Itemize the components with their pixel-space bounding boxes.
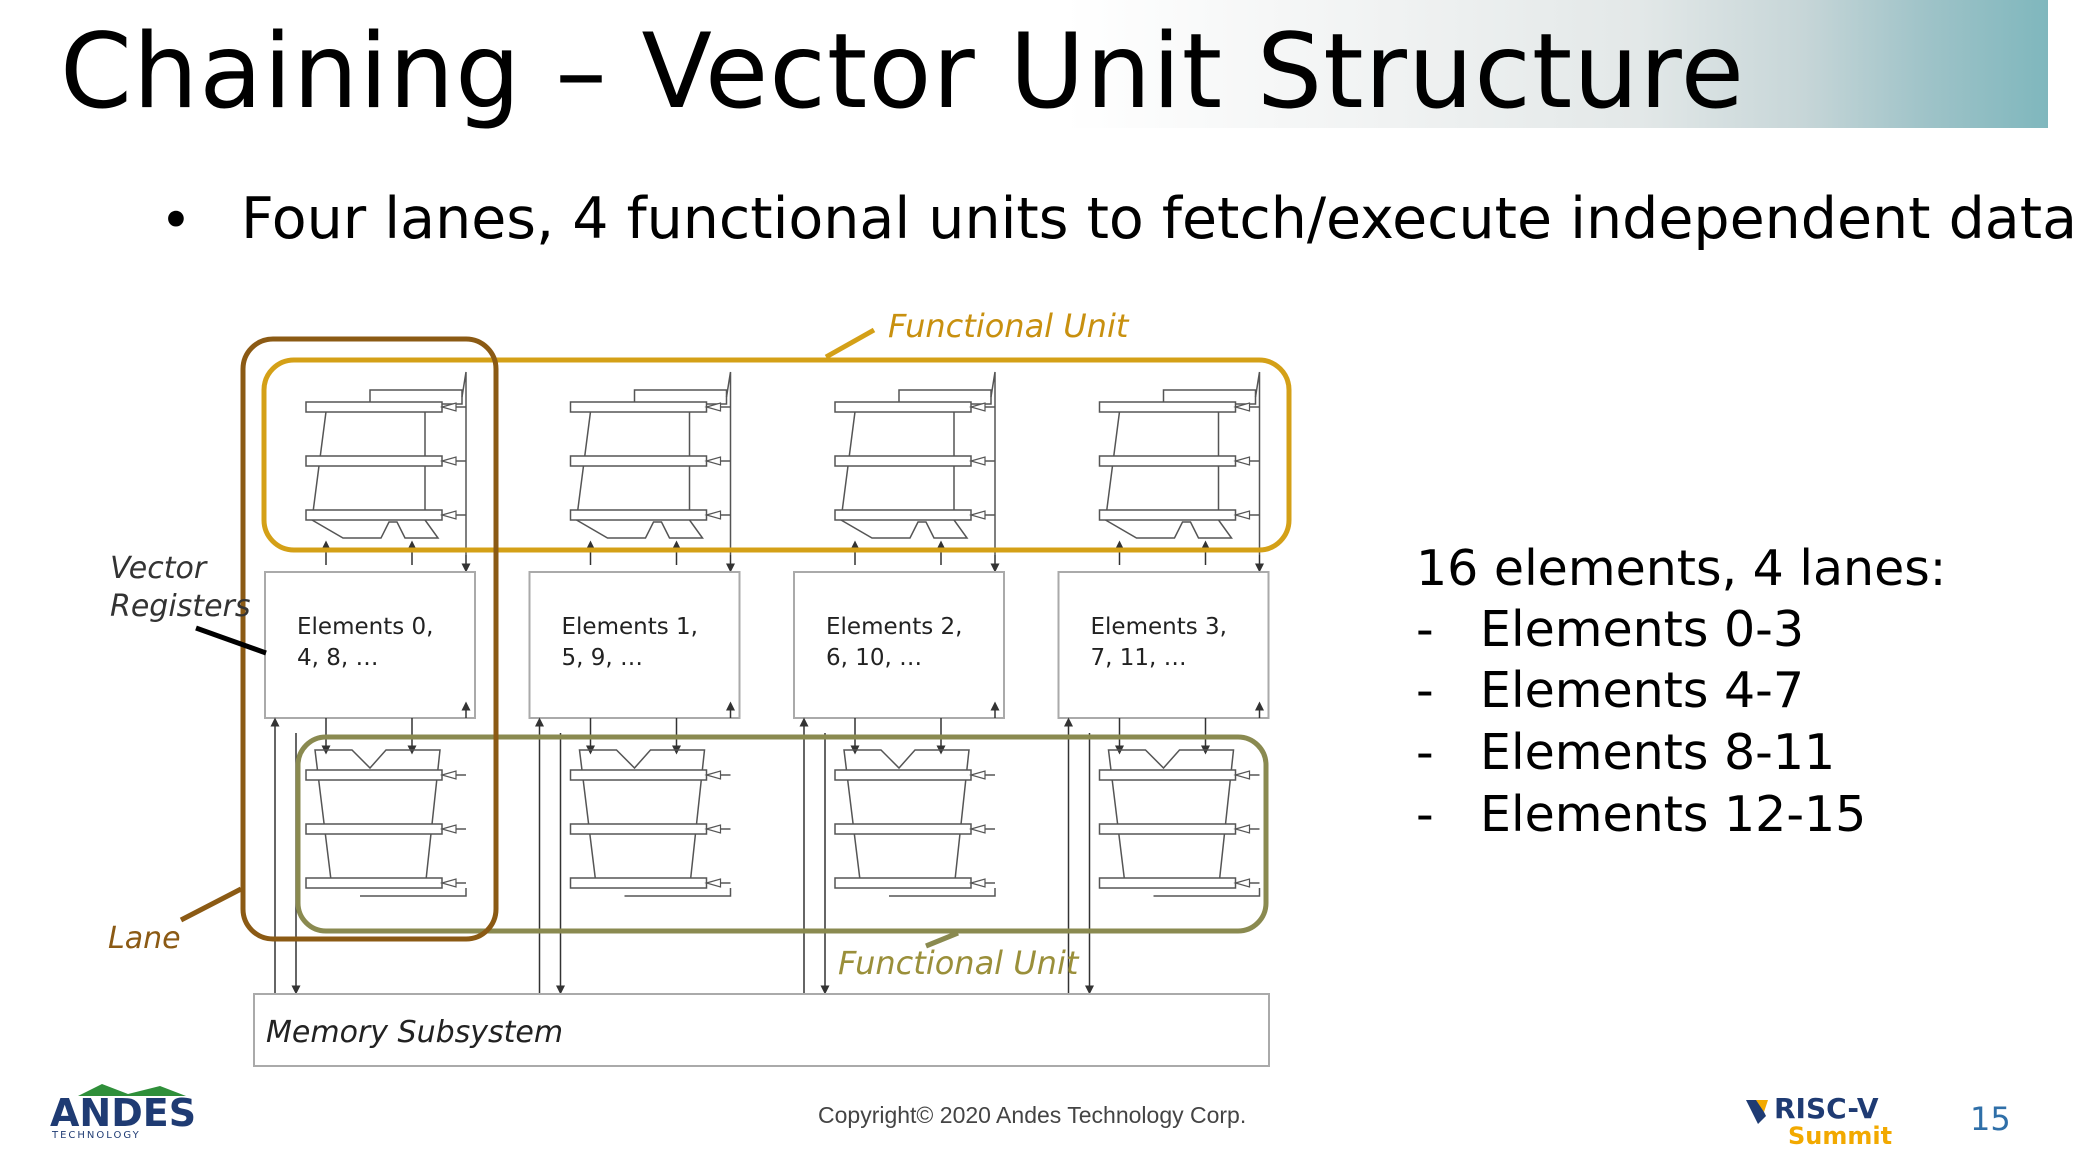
memory-links xyxy=(535,701,735,995)
pipeline-bottom xyxy=(834,718,996,897)
functional-unit-bottom-outline xyxy=(295,734,1269,934)
vector-register-3: Elements 3, 7, 11, … xyxy=(1057,571,1270,719)
register-label: Elements 3, xyxy=(1091,614,1227,640)
pipeline-bottom xyxy=(569,718,732,897)
svg-text:ANDES: ANDES xyxy=(50,1091,196,1135)
pipeline-top xyxy=(305,371,471,573)
side-panel-heading: 16 elements, 4 lanes: xyxy=(1416,540,1947,597)
vector-register-0: Elements 0, 4, 8, … xyxy=(264,571,476,719)
register-label: 5, 9, … xyxy=(562,645,644,671)
vector-registers-label-line1: Vector xyxy=(110,551,208,586)
memory-links xyxy=(1064,701,1264,995)
pipeline-top xyxy=(834,371,1000,573)
pipeline-bottom xyxy=(305,718,467,897)
pipeline-bottom xyxy=(1098,718,1261,897)
register-label: 6, 10, … xyxy=(826,645,922,671)
functional-unit-bottom-label: Functional Unit xyxy=(838,944,1080,982)
memory-links xyxy=(799,701,1000,995)
side-item: -Elements 0-3 xyxy=(1416,601,1805,658)
title-banner xyxy=(0,0,2048,128)
memory-subsystem-box xyxy=(253,993,1270,1067)
register-label: 7, 11, … xyxy=(1091,645,1187,671)
lanes-group: Elements 0,4, 8, …Elements 1,5, 9, …Elem… xyxy=(264,371,1270,995)
svg-text:Summit: Summit xyxy=(1788,1122,1892,1150)
lane-3: Elements 3, 7, 11, … xyxy=(1057,371,1270,995)
lane-label: Lane xyxy=(108,921,181,956)
vector-register-2: Elements 2, 6, 10, … xyxy=(793,571,1005,719)
riscv-summit-logo: RISC-V Summit xyxy=(1746,1092,1892,1150)
functional-unit-top-label: Functional Unit xyxy=(888,307,1130,345)
copyright-text: Copyright© 2020 Andes Technology Corp. xyxy=(818,1102,1247,1128)
functional-unit-bottom-leader xyxy=(925,930,959,949)
slide-title: Chaining – Vector Unit Structure xyxy=(60,12,1745,132)
pipeline-top xyxy=(569,371,735,573)
vector-registers-leader xyxy=(195,625,267,656)
vector-register-1: Elements 1, 5, 9, … xyxy=(528,571,741,719)
side-item: -Elements 8-11 xyxy=(1416,724,1836,781)
memory-subsystem-label: Memory Subsystem xyxy=(266,1015,563,1050)
register-label: Elements 1, xyxy=(562,614,698,640)
bullet-dot-icon: • xyxy=(160,189,192,252)
andes-logo: ANDES TECHNOLOGY xyxy=(50,1084,196,1141)
svg-text:TECHNOLOGY: TECHNOLOGY xyxy=(51,1130,141,1141)
page-number: 15 xyxy=(1970,1100,2011,1138)
register-label: 4, 8, … xyxy=(297,645,379,671)
lane-leader xyxy=(179,886,243,923)
side-item: -Elements 4-7 xyxy=(1416,662,1805,719)
bullet-text: Four lanes, 4 functional units to fetch/… xyxy=(241,186,2077,252)
svg-text:RISC-V: RISC-V xyxy=(1774,1092,1879,1125)
pipeline-top xyxy=(1098,371,1264,573)
register-label: Elements 0, xyxy=(297,614,433,640)
register-label: Elements 2, xyxy=(826,614,962,640)
lane-1: Elements 1, 5, 9, … xyxy=(528,371,741,995)
functional-unit-top-leader xyxy=(824,327,876,360)
lane-0: Elements 0, 4, 8, … xyxy=(264,371,476,995)
functional-unit-top-outline xyxy=(261,357,1292,553)
vector-registers-label-line2: Registers xyxy=(110,589,251,624)
side-item: -Elements 12-15 xyxy=(1416,786,1867,843)
lane-outline xyxy=(240,336,499,942)
lane-2: Elements 2, 6, 10, … xyxy=(793,371,1005,995)
